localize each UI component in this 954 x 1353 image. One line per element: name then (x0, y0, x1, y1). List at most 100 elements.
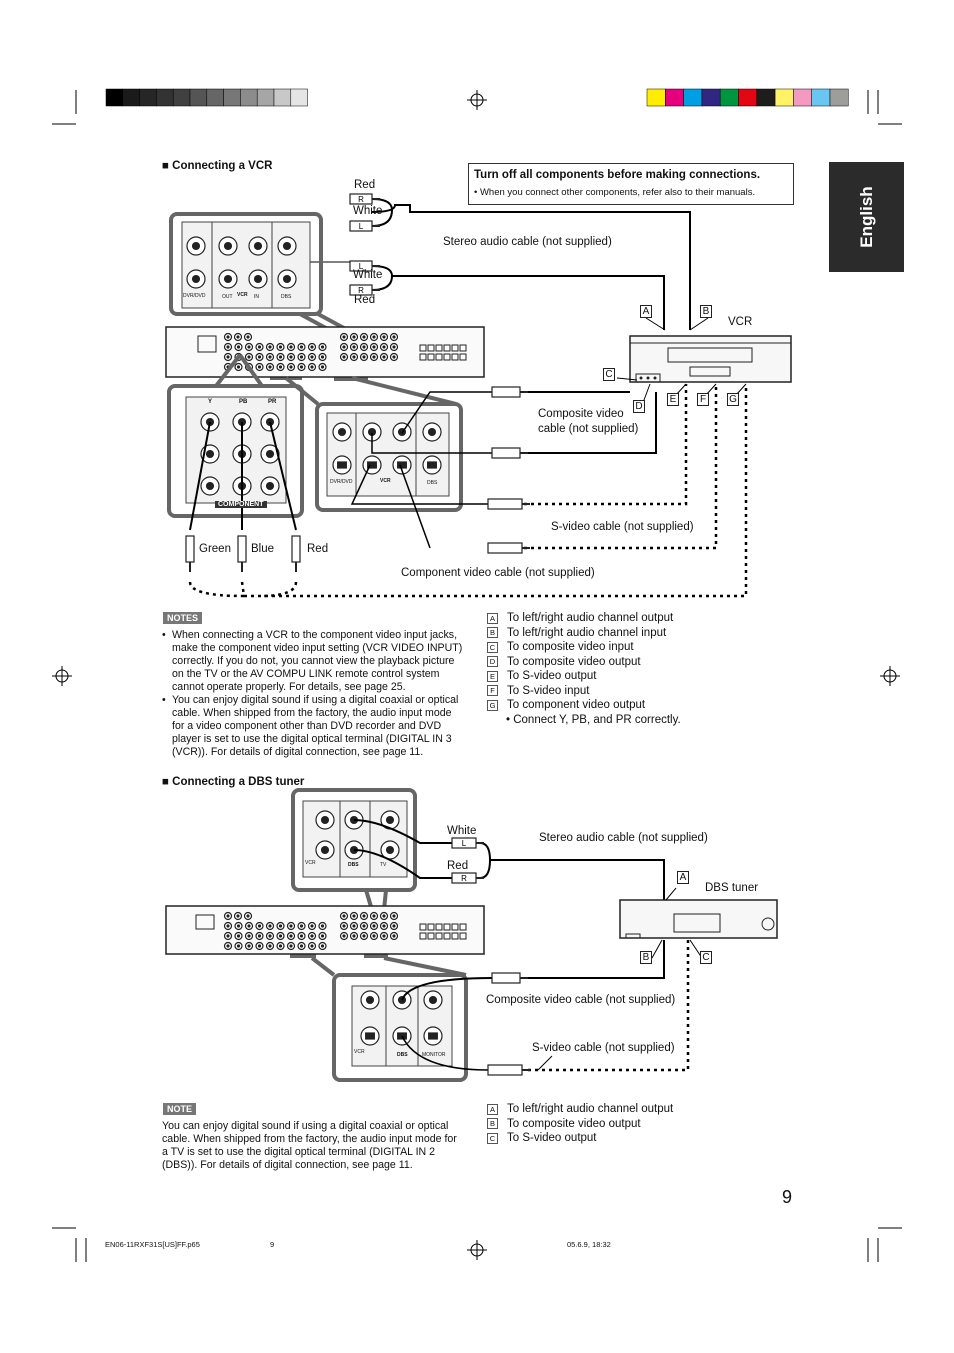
label-svideo-cable-dbs: S-video cable (not supplied) (532, 1042, 675, 1054)
dbs-panel-vcr2: VCR (354, 1049, 365, 1055)
rca-jack-pin (372, 914, 376, 918)
label-dbs-tuner: DBS tuner (705, 882, 759, 894)
note-label: NOTE (163, 1103, 197, 1115)
rca-jack-pin (310, 924, 314, 928)
rca-jack-pin (268, 924, 272, 928)
rca-jack-pin (320, 345, 325, 349)
label-red-mid: Red (354, 294, 376, 306)
rca-jack-pin (226, 345, 230, 349)
rca-jack-pin (226, 944, 230, 948)
s-video-jack-pin (428, 1032, 438, 1040)
rca-jack-pin (320, 944, 325, 948)
text: To component video output (507, 699, 646, 711)
label-red-dbs: Red (447, 860, 469, 872)
speaker-terminal (435, 344, 443, 352)
panel-dbs2: DBS (427, 480, 438, 486)
letter-f-vcr: F (697, 393, 709, 406)
panel-out: OUT (222, 294, 233, 300)
plug-letter: R (358, 195, 364, 204)
rca-jack-pin (282, 241, 292, 251)
speaker-terminal (451, 923, 459, 931)
speaker-terminal (419, 932, 427, 940)
rca-jack-pin (236, 924, 241, 928)
label-blue: Blue (251, 543, 275, 555)
key: A (487, 612, 498, 624)
panel-dbs: DBS (281, 294, 292, 300)
speaker-terminal (427, 344, 435, 352)
key: C (487, 641, 498, 653)
rca-jack-pin (257, 944, 262, 948)
rca-jack-pin (268, 944, 272, 948)
rca-jack-pin (372, 345, 376, 349)
s-video-jack-pin (397, 461, 407, 469)
rca-jack-pin (352, 914, 356, 918)
rca-jack-pin (382, 355, 386, 359)
rca-jack-pin (226, 914, 230, 918)
rca-jack-pin (236, 944, 241, 948)
label-composite-cable-dbs: Composite video cable (not supplied) (486, 994, 676, 1006)
dbs-note: You can enjoy digital sound if using a d… (162, 1120, 457, 1171)
rca-jack-pin (352, 934, 356, 938)
note-2: You can enjoy digital sound if using a d… (162, 694, 465, 759)
dbs-panel-vcr: VCR (305, 860, 316, 866)
rca-jack-pin (427, 427, 437, 437)
plug-letter: L (359, 262, 364, 271)
rca-jack-pin (223, 274, 233, 284)
letter-g-vcr: G (727, 393, 739, 406)
rca-jack-pin (382, 934, 386, 938)
key: C (487, 1132, 498, 1144)
rca-jack-pin (299, 924, 304, 928)
key: D (487, 656, 498, 668)
label-stereo-cable-vcr: Stereo audio cable (not supplied) (443, 236, 612, 248)
rca-jack-pin (246, 914, 250, 918)
panel-vcr2: VCR (380, 478, 391, 484)
speaker-terminal (435, 923, 443, 931)
panel-dvr2: DVR/DVD (330, 479, 353, 485)
rca-jack-pin (236, 934, 241, 938)
rca-jack-pin (265, 449, 275, 459)
rca-jack-pin (278, 365, 283, 369)
letter-c-dbs: C (700, 951, 712, 964)
rca-jack-pin (352, 924, 356, 928)
rca-jack-pin (342, 345, 346, 349)
dbs-panel-dbs: DBS (348, 862, 359, 868)
rca-jack-pin (226, 335, 230, 339)
rca-jack-pin (289, 365, 293, 369)
rca-jack-pin (278, 355, 283, 359)
letter-a-dbs: A (677, 871, 689, 884)
speaker-terminal (459, 923, 467, 931)
label-white-top: White (353, 205, 383, 217)
vcr-legend-sub: • Connect Y, PB, and PR correctly. (506, 713, 681, 726)
rca-jack-pin (365, 995, 375, 1005)
text: To composite video output (507, 1117, 641, 1130)
rca-jack-pin (320, 815, 330, 825)
rca-jack-pin (289, 934, 293, 938)
notes-list: When connecting a VCR to the component v… (162, 629, 465, 759)
rca-jack-pin (310, 934, 314, 938)
speaker-terminal (451, 932, 459, 940)
page-number: 9 (782, 1187, 793, 1207)
speaker-terminal (419, 353, 427, 361)
dbs-panel-tv: TV (380, 862, 387, 868)
notes-label: NOTES (163, 612, 203, 624)
rca-jack-pin (236, 914, 240, 918)
rca-jack-pin (320, 924, 325, 928)
note-1: When connecting a VCR to the component v… (162, 629, 465, 694)
speaker-terminal (419, 344, 427, 352)
rca-jack-pin (289, 924, 293, 928)
speaker-terminal (427, 932, 435, 940)
rca-jack-pin (236, 335, 240, 339)
rca-jack-pin (362, 914, 366, 918)
label-white-mid: White (353, 269, 383, 281)
language-tab: English (829, 162, 904, 272)
rca-jack-pin (382, 335, 386, 339)
rca-jack-pin (320, 845, 330, 855)
letter-b-vcr: B (700, 305, 712, 318)
rca-jack-pin (257, 934, 262, 938)
rca-jack-pin (342, 335, 346, 339)
rca-jack-pin (268, 934, 272, 938)
key: B (487, 1118, 498, 1130)
